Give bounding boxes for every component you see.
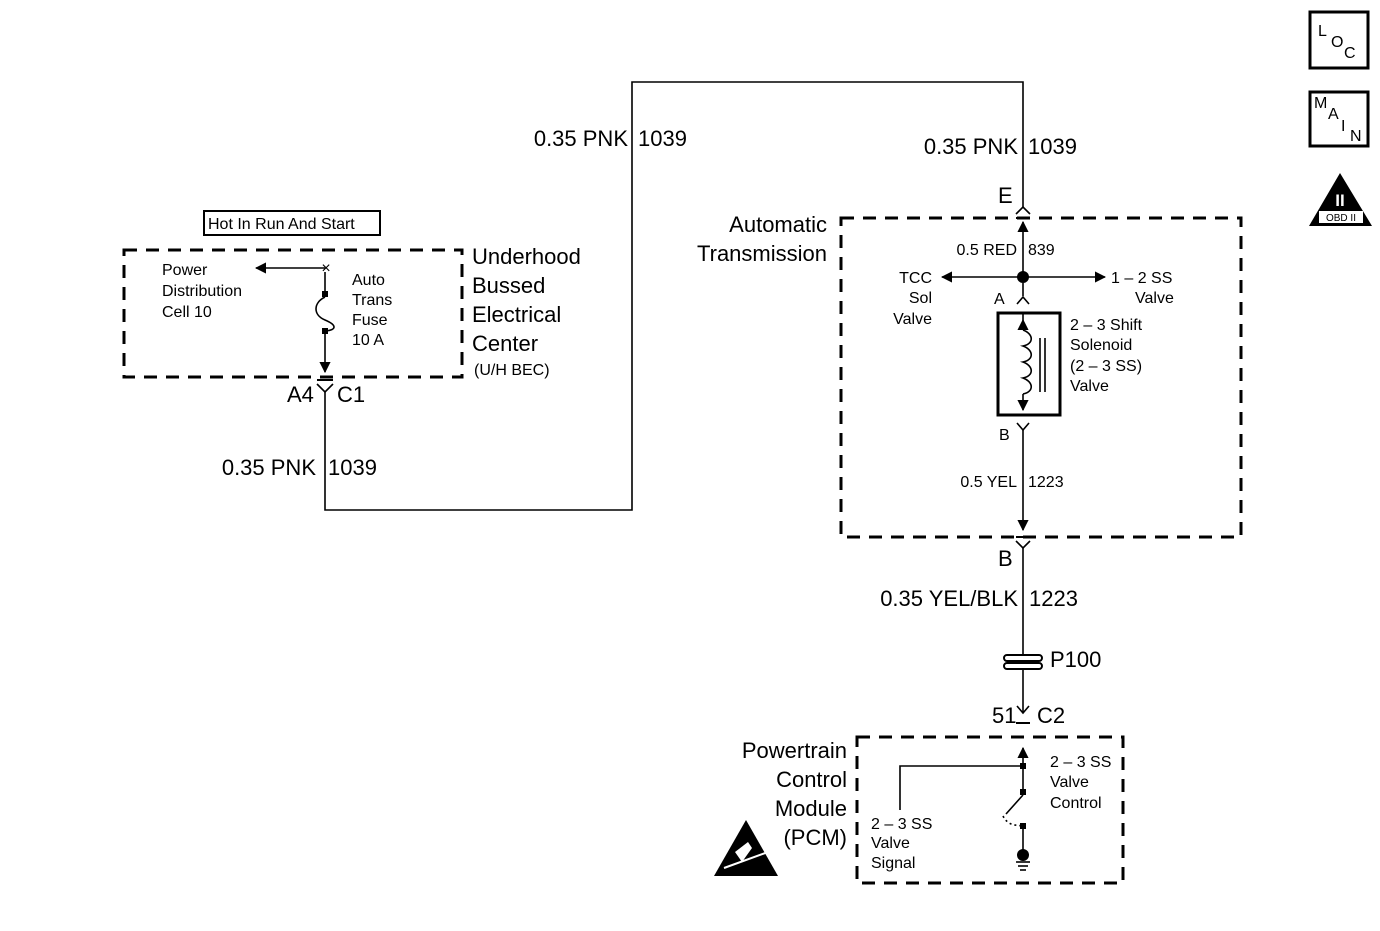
pcm-component-box: [855, 735, 1125, 885]
solenoid-coil-icon: [996, 311, 1062, 417]
wire-pnk-bottom-circuit: 1039: [328, 455, 377, 480]
wire-red-gauge: 0.5 RED: [957, 242, 1017, 259]
connector-b-label: B: [998, 546, 1013, 571]
ss12-line2: Valve: [1135, 290, 1174, 307]
tcc-line2: Sol: [909, 290, 932, 307]
connector-e-label: E: [998, 183, 1013, 208]
obd-ii-icon[interactable]: II OBD II: [1309, 173, 1372, 226]
pin-b-label: B: [999, 427, 1010, 444]
trans-title-line1: Automatic: [729, 212, 827, 237]
trans-title-line2: Transmission: [697, 241, 827, 266]
p100-pass-through-icon: [1003, 654, 1043, 670]
bec-title-line2: Bussed: [472, 273, 545, 298]
connector-e-icon: [1015, 205, 1031, 219]
loc-letter-c: C: [1344, 45, 1356, 62]
connector-c2-pin: 51: [992, 703, 1016, 728]
connector-c1-pin: A4: [287, 382, 314, 407]
fuse-line4: 10 A: [352, 332, 384, 349]
connector-c2-name: C2: [1037, 703, 1065, 728]
wire-pnk-top-gauge: 0.35 PNK: [534, 126, 628, 151]
main-button[interactable]: M A I N: [1308, 90, 1370, 148]
tcc-line1: TCC: [899, 270, 932, 287]
main-letter-i: I: [1341, 118, 1345, 135]
loc-letter-l: L: [1318, 23, 1327, 40]
wire-pnk-bottom-gauge: 0.35 PNK: [222, 455, 316, 480]
tcc-line3: Valve: [893, 311, 932, 328]
solenoid-line3: (2 – 3 SS): [1070, 358, 1142, 375]
pcm-title-line4: (PCM): [783, 825, 847, 850]
pcm-title-line1: Powertrain: [742, 738, 847, 763]
loc-button[interactable]: L O C: [1308, 10, 1370, 70]
pcm-control-line2: Valve: [1050, 774, 1089, 791]
bec-component-box: [122, 248, 464, 379]
wire-pnk-top-circuit: 1039: [638, 126, 687, 151]
fuse-line2: Trans: [352, 292, 392, 309]
wire-red-circuit: 839: [1028, 242, 1055, 259]
wire-pnk-right-circuit: 1039: [1028, 134, 1077, 159]
main-letter-n: N: [1350, 128, 1362, 145]
p100-label: P100: [1050, 647, 1101, 672]
power-dist-line2: Distribution: [162, 283, 242, 300]
bec-abbreviation: (U/H BEC): [474, 362, 550, 379]
fuse-line3: Fuse: [352, 312, 388, 329]
connector-c2-icon: [1016, 705, 1030, 715]
power-dist-line1: Power: [162, 262, 208, 279]
pin-a-label: A: [994, 291, 1005, 308]
pin-b-icon: [1016, 422, 1030, 432]
esd-warning-icon: [714, 820, 778, 876]
ground-icon: [1016, 849, 1030, 871]
fuse-icon: [315, 272, 335, 374]
wire-pnk-right-gauge: 0.35 PNK: [924, 134, 1018, 159]
pcm-signal-line2: Valve: [871, 835, 910, 852]
obd-text: OBD II: [1326, 213, 1356, 224]
pin-a-icon: [1016, 295, 1030, 305]
wire-yelblk-gauge: 0.35 YEL/BLK: [880, 586, 1018, 611]
wire-pnk-1039: [324, 81, 1024, 511]
connector-c1-icon: [316, 379, 334, 394]
main-letter-a: A: [1328, 106, 1339, 123]
connector-b-icon: [1015, 536, 1031, 550]
hot-in-run-label: Hot In Run And Start: [208, 216, 355, 233]
obd-numeral: II: [1335, 191, 1344, 210]
wire-yelblk-circuit: 1223: [1029, 586, 1078, 611]
solenoid-line1: 2 – 3 Shift: [1070, 317, 1143, 334]
ss12-line1: 1 – 2 SS: [1111, 270, 1172, 287]
pcm-title-line2: Control: [776, 767, 847, 792]
power-dist-line3: Cell 10: [162, 304, 212, 321]
wire-yel-circuit: 1223: [1028, 474, 1064, 491]
transistor-switch-icon: [1002, 794, 1026, 829]
solenoid-line4: Valve: [1070, 378, 1109, 395]
pcm-control-line3: Control: [1050, 795, 1102, 812]
wire-yel-gauge: 0.5 YEL: [960, 474, 1017, 491]
solenoid-line2: Solenoid: [1070, 337, 1132, 354]
hot-in-run-label-box: Hot In Run And Start: [203, 210, 381, 236]
bec-title-line3: Electrical: [472, 302, 561, 327]
main-letter-m: M: [1314, 95, 1327, 112]
fuse-line1: Auto: [352, 272, 385, 289]
bec-title-line1: Underhood: [472, 244, 581, 269]
pcm-signal-wire: [899, 765, 1023, 810]
bec-title-line4: Center: [472, 331, 538, 356]
transmission-component-box: [839, 216, 1243, 539]
connector-c1-name: C1: [337, 382, 365, 407]
pcm-signal-line1: 2 – 3 SS: [871, 816, 932, 833]
loc-letter-o: O: [1331, 34, 1343, 51]
pcm-title-line3: Module: [775, 796, 847, 821]
pcm-control-line1: 2 – 3 SS: [1050, 754, 1111, 771]
pcm-signal-line3: Signal: [871, 855, 915, 872]
splice-x-icon: ×: [321, 260, 330, 277]
